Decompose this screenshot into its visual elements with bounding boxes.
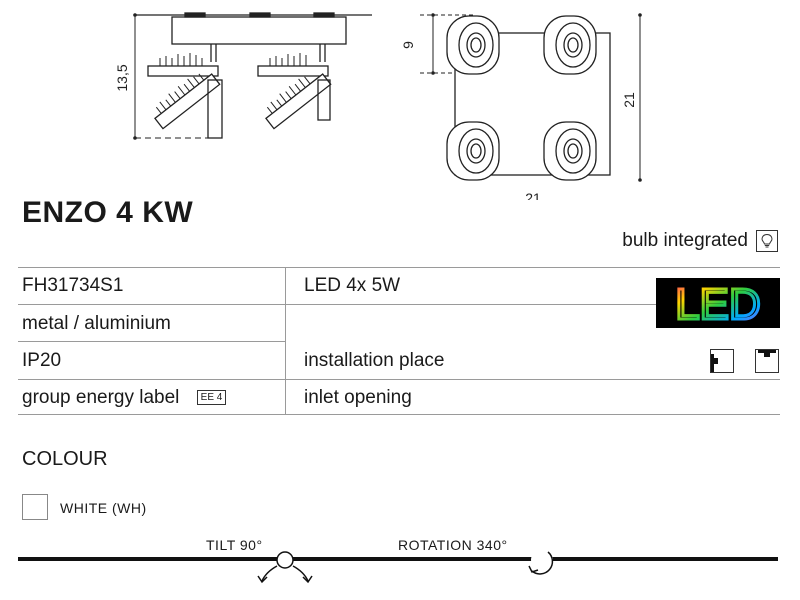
- table-rule: [18, 414, 780, 415]
- energy-label-row: group energy label EE 4: [22, 387, 227, 409]
- rotation-label: ROTATION 340°: [398, 537, 508, 553]
- table-rule: [18, 304, 780, 305]
- lamp-head-bottom-left: [446, 121, 500, 181]
- installation-place: installation place: [304, 350, 445, 371]
- light-source: LED 4x 5W: [304, 275, 401, 296]
- bulb-note: bulb integrated: [622, 230, 778, 252]
- tilt-label: TILT 90°: [206, 537, 263, 553]
- technical-drawing: 13,5 9 21 21: [114, 12, 642, 200]
- energy-badge: EE 4: [196, 390, 227, 405]
- led-logo-text: LED: [675, 280, 761, 328]
- lamp-head-top-left: [446, 15, 500, 75]
- side-view-drawing: [134, 12, 372, 139]
- energy-label-text: group energy label: [22, 387, 180, 408]
- colour-heading: COLOUR: [22, 448, 108, 470]
- top-view-drawing: [420, 14, 641, 181]
- ceiling-mount-icon: [755, 349, 779, 373]
- table-rule: [18, 267, 780, 268]
- bulb-note-label: bulb integrated: [622, 230, 748, 251]
- inlet-opening: inlet opening: [304, 387, 412, 408]
- led-logo: LED: [656, 278, 780, 331]
- material: metal / aluminium: [22, 313, 171, 334]
- bulb-icon: [756, 230, 778, 252]
- dim-height: 13,5: [114, 64, 130, 91]
- dim-head-size: 9: [400, 41, 416, 49]
- tilt-icon: [257, 551, 313, 584]
- colour-swatch-white[interactable]: [22, 494, 48, 520]
- table-divider: [285, 267, 286, 414]
- lamp-head-top-right: [543, 15, 597, 75]
- wall-mount-icon: [710, 349, 734, 373]
- rotation-icon: [528, 549, 554, 575]
- product-name: ENZO 4 KW: [22, 196, 194, 229]
- table-rule: [18, 341, 285, 342]
- table-rule: [18, 379, 780, 380]
- dim-depth: 21: [621, 92, 637, 108]
- dim-width: 21: [525, 190, 541, 200]
- feature-bar: [18, 549, 778, 584]
- colour-label-white: WHITE (WH): [60, 500, 147, 516]
- ip-rating: IP20: [22, 350, 62, 371]
- product-code: FH31734S1: [22, 275, 124, 296]
- lamp-head-bottom-right: [543, 121, 597, 181]
